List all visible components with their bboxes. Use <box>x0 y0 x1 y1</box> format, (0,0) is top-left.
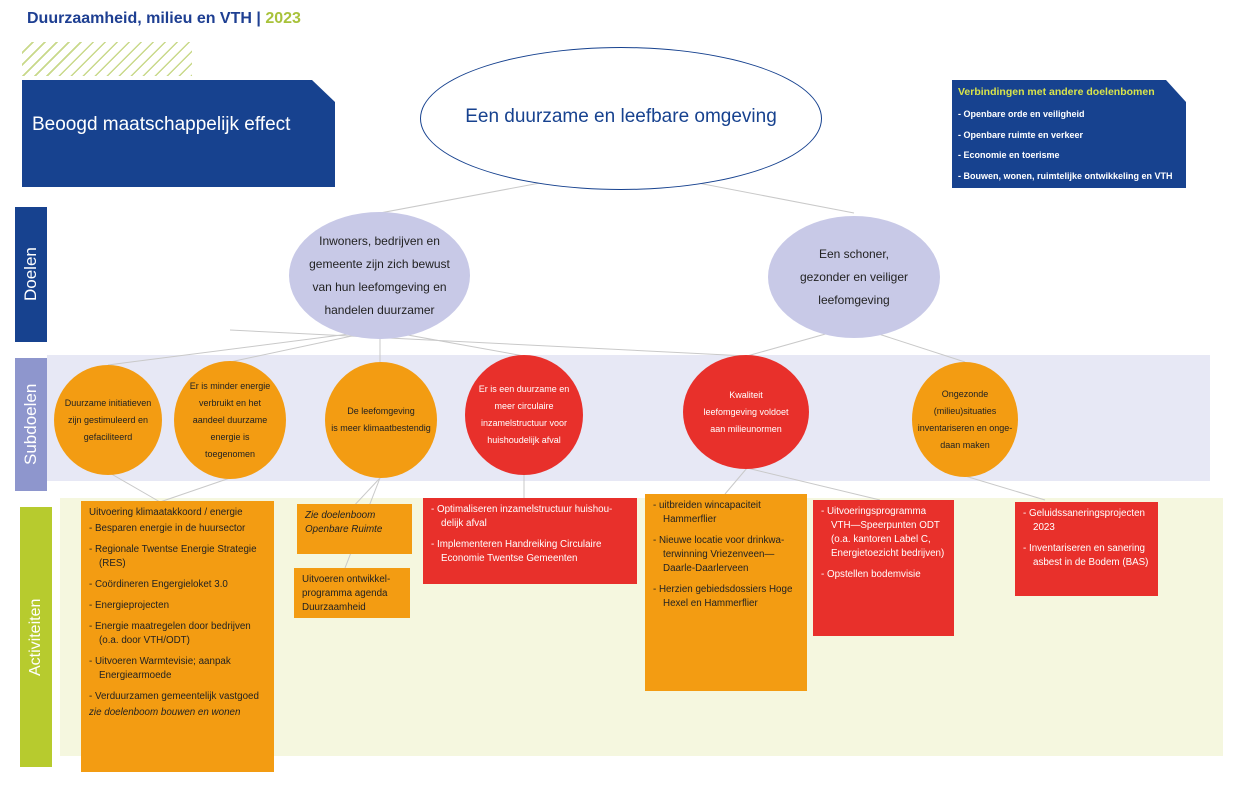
page-title: Duurzaamheid, milieu en VTH | 2023 <box>27 10 301 27</box>
goal-line: leefomgeving <box>818 292 890 307</box>
activity-line: programma agenda <box>302 588 388 599</box>
link-item: - Bouwen, wonen, ruimtelijke ontwikkelin… <box>958 170 1173 181</box>
sidebar-subdoelen: Subdoelen <box>15 358 47 491</box>
goal-line: van hun leefomgeving en <box>312 279 447 294</box>
subgoal-line: zijn gestimuleerd en <box>67 414 149 425</box>
subgoal-line: Kwaliteit <box>729 389 763 400</box>
subgoal-line: De leefomgeving <box>347 406 415 416</box>
subgoal-line: aandeel duurzame <box>192 414 268 425</box>
activity-item: - Geluidssaneringsprojecten 2023 <box>1023 508 1145 533</box>
subgoal-line: inventariseren en onge- <box>917 422 1013 433</box>
activity-item: - uitbreiden wincapaciteit Hammerflier <box>653 500 761 525</box>
subgoal-energy: Er is minder energie verbruikt en het aa… <box>174 361 286 479</box>
activity-item: - Coördineren Engergieloket 3.0 <box>89 579 228 590</box>
sidebar-activiteiten: Activiteiten <box>20 507 52 767</box>
activity-line: Duurzaamheid <box>302 602 366 613</box>
subgoal-line: daan maken <box>940 439 990 450</box>
sidebar-doelen: Doelen <box>15 207 47 342</box>
links-heading: Verbindingen met andere doelenbomen <box>958 86 1155 98</box>
goal-cleaner-environment: Een schoner, gezonder en veiliger leefom… <box>768 216 940 338</box>
link-item: - Openbare ruimte en verkeer <box>958 129 1084 140</box>
subgoal-line: is meer klimaatbestendig <box>331 423 431 433</box>
title-separator: | <box>256 10 261 27</box>
activity-card-wind: - uitbreiden wincapaciteit Hammerflier -… <box>645 494 807 691</box>
decorative-hatch <box>22 42 192 76</box>
subgoal-line: gefaciliteerd <box>83 431 133 442</box>
activity-item: Uitvoering klimaatakkoord / energie <box>89 507 243 518</box>
effect-header-box: Beoogd maatschappelijk effect <box>22 80 335 187</box>
subgoal-line: Er is minder energie <box>189 380 271 391</box>
activity-item: - Uitvoeren Warmtevisie; aanpak Energiea… <box>89 656 231 681</box>
subgoal-climate: De leefomgeving is meer klimaatbestendig <box>325 362 437 478</box>
activity-item: - Implementeren Handreiking Circulaire E… <box>431 539 602 564</box>
activity-note: zie doelenboom bouwen en wonen <box>89 707 241 718</box>
activity-item: - Energie maatregelen door bedrijven (o.… <box>89 621 251 646</box>
subgoal-waste: Er is een duurzame en meer circulaire in… <box>465 355 583 475</box>
connector-line <box>229 329 748 357</box>
subgoal-line: toegenomen <box>204 448 256 459</box>
subgoal-unhealthy-situations: Ongezonde (milieu)situaties inventariser… <box>912 362 1018 477</box>
links-box: Verbindingen met andere doelenbomen - Op… <box>952 80 1186 188</box>
subgoal-line: huishoudelijk afval <box>487 435 561 445</box>
subgoal-line: aan milieunormen <box>710 423 782 434</box>
activity-line: Zie doelenboom <box>305 510 376 521</box>
activity-item: - Besparen energie in de huursector <box>89 523 246 534</box>
connector-line <box>107 471 161 503</box>
activity-item: - Regionale Twentse Energie Strategie (R… <box>89 544 257 569</box>
activity-line: Openbare Ruimte <box>305 524 383 535</box>
subgoal-line: energie is <box>210 431 250 442</box>
goal-line: gemeente zijn zich bewust <box>309 256 450 271</box>
activity-card-vth: - Uitvoeringsprogramma VTH—Speerpunten O… <box>813 500 954 636</box>
activity-item: - Opstellen bodemvisie <box>821 569 921 580</box>
subgoal-line: verbruikt en het <box>198 397 262 408</box>
activity-card-openbare-ruimte: Zie doelenboom Openbare Ruimte <box>297 504 412 554</box>
connector-line <box>964 475 1046 501</box>
activity-item: - Uitvoeringsprogramma VTH—Speerpunten O… <box>821 506 945 559</box>
activity-card-agenda: Uitvoeren ontwikkel- programma agenda Du… <box>294 568 410 618</box>
main-effect-label: Een duurzame en leefbare omgeving <box>465 106 777 127</box>
subgoal-line: meer circulaire <box>494 401 554 411</box>
goal-line: handelen duurzamer <box>324 302 435 317</box>
activity-card-energy: Uitvoering klimaatakkoord / energie - Be… <box>81 501 274 772</box>
link-item: - Economie en toerisme <box>958 150 1060 160</box>
link-item: - Openbare orde en veiligheid <box>958 109 1085 119</box>
goal-line: Inwoners, bedrijven en <box>319 233 440 248</box>
effect-label: Beoogd maatschappelijk effect <box>32 114 291 135</box>
activity-card-waste: - Optimaliseren inzamelstructuur huishou… <box>423 498 637 584</box>
subgoal-line: Er is een duurzame en <box>478 384 570 394</box>
goal-line: Een schoner, <box>818 246 890 261</box>
connector-line <box>724 467 748 495</box>
subgoal-line: inzamelstructuur voor <box>480 418 568 428</box>
activity-line: Uitvoeren ontwikkel- <box>302 574 391 585</box>
activity-item: - Inventariseren en sanering asbest in d… <box>1023 543 1149 568</box>
subgoal-initiatives: Duurzame initiatieven zijn gestimuleerd … <box>54 365 162 475</box>
connector-line <box>159 477 231 503</box>
goal-awareness: Inwoners, bedrijven en gemeente zijn zic… <box>289 212 470 339</box>
subgoal-line: (milieu)situaties <box>933 405 997 416</box>
activity-card-geluid: - Geluidssaneringsprojecten 2023 - Inven… <box>1015 502 1158 596</box>
subgoal-line: Ongezonde <box>941 388 989 399</box>
connector-line <box>746 467 881 501</box>
connector-line <box>107 329 381 366</box>
main-effect-ellipse: Een duurzame en leefbare omgeving <box>420 47 822 190</box>
activity-item: - Nieuwe locatie voor drinkwa- terwinnin… <box>653 535 785 574</box>
subgoal-line: leefomgeving voldoet <box>703 406 789 417</box>
title-year: 2023 <box>265 10 301 27</box>
goal-line: gezonder en veiliger <box>799 269 909 284</box>
activity-item: - Energieprojecten <box>89 600 170 611</box>
activity-item: - Verduurzamen gemeentelijk vastgoed <box>89 691 259 702</box>
activity-item: - Herzien gebiedsdossiers Hoge Hexel en … <box>653 584 793 609</box>
links-list: - Openbare orde en veiligheid - Openbare… <box>958 104 1180 186</box>
activity-item: - Optimaliseren inzamelstructuur huishou… <box>431 504 613 529</box>
subgoal-environment-quality: Kwaliteit leefomgeving voldoet aan milie… <box>683 355 809 469</box>
subgoal-line: Duurzame initiatieven <box>64 397 152 408</box>
